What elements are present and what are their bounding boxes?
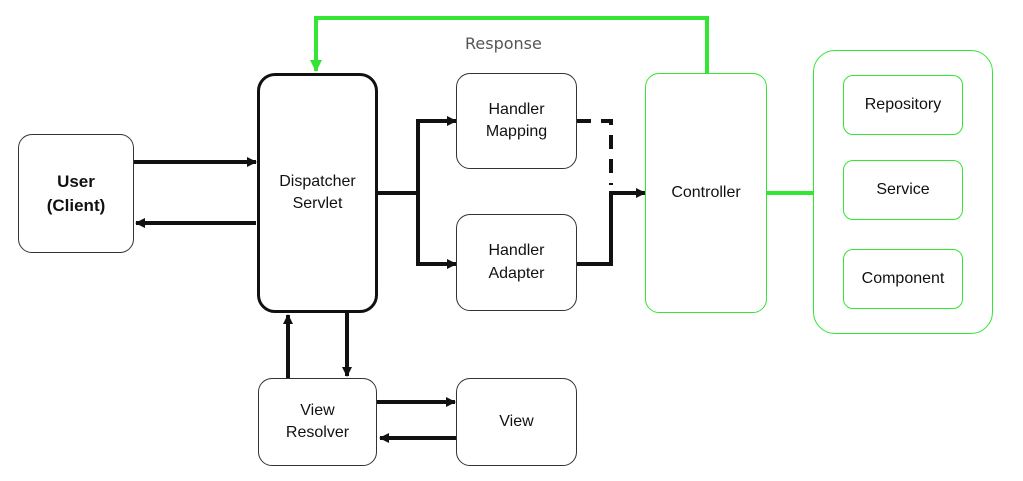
repository-node: Repository xyxy=(843,75,963,135)
service-node: Service xyxy=(843,160,963,220)
controller-node: Controller xyxy=(645,73,767,313)
handler-adapter-node: Handler Adapter xyxy=(456,214,577,311)
component-node: Component xyxy=(843,249,963,309)
view-node: View xyxy=(456,378,577,466)
arrow-response xyxy=(310,16,709,74)
arrow-dispatcher-to-handler-mapping xyxy=(416,116,457,193)
dashed-connector-handler-mapping xyxy=(577,119,613,185)
arrow-handler-adapter-to-controller xyxy=(577,188,646,266)
dispatcher-servlet-node: Dispatcher Servlet xyxy=(257,73,378,313)
arrow-dispatcher-to-handler-adapter xyxy=(416,193,457,269)
handler-mapping-node: Handler Mapping xyxy=(456,73,577,169)
response-label: Response xyxy=(465,34,542,53)
view-resolver-node: View Resolver xyxy=(258,378,377,466)
user-client-node: User (Client) xyxy=(18,134,134,253)
